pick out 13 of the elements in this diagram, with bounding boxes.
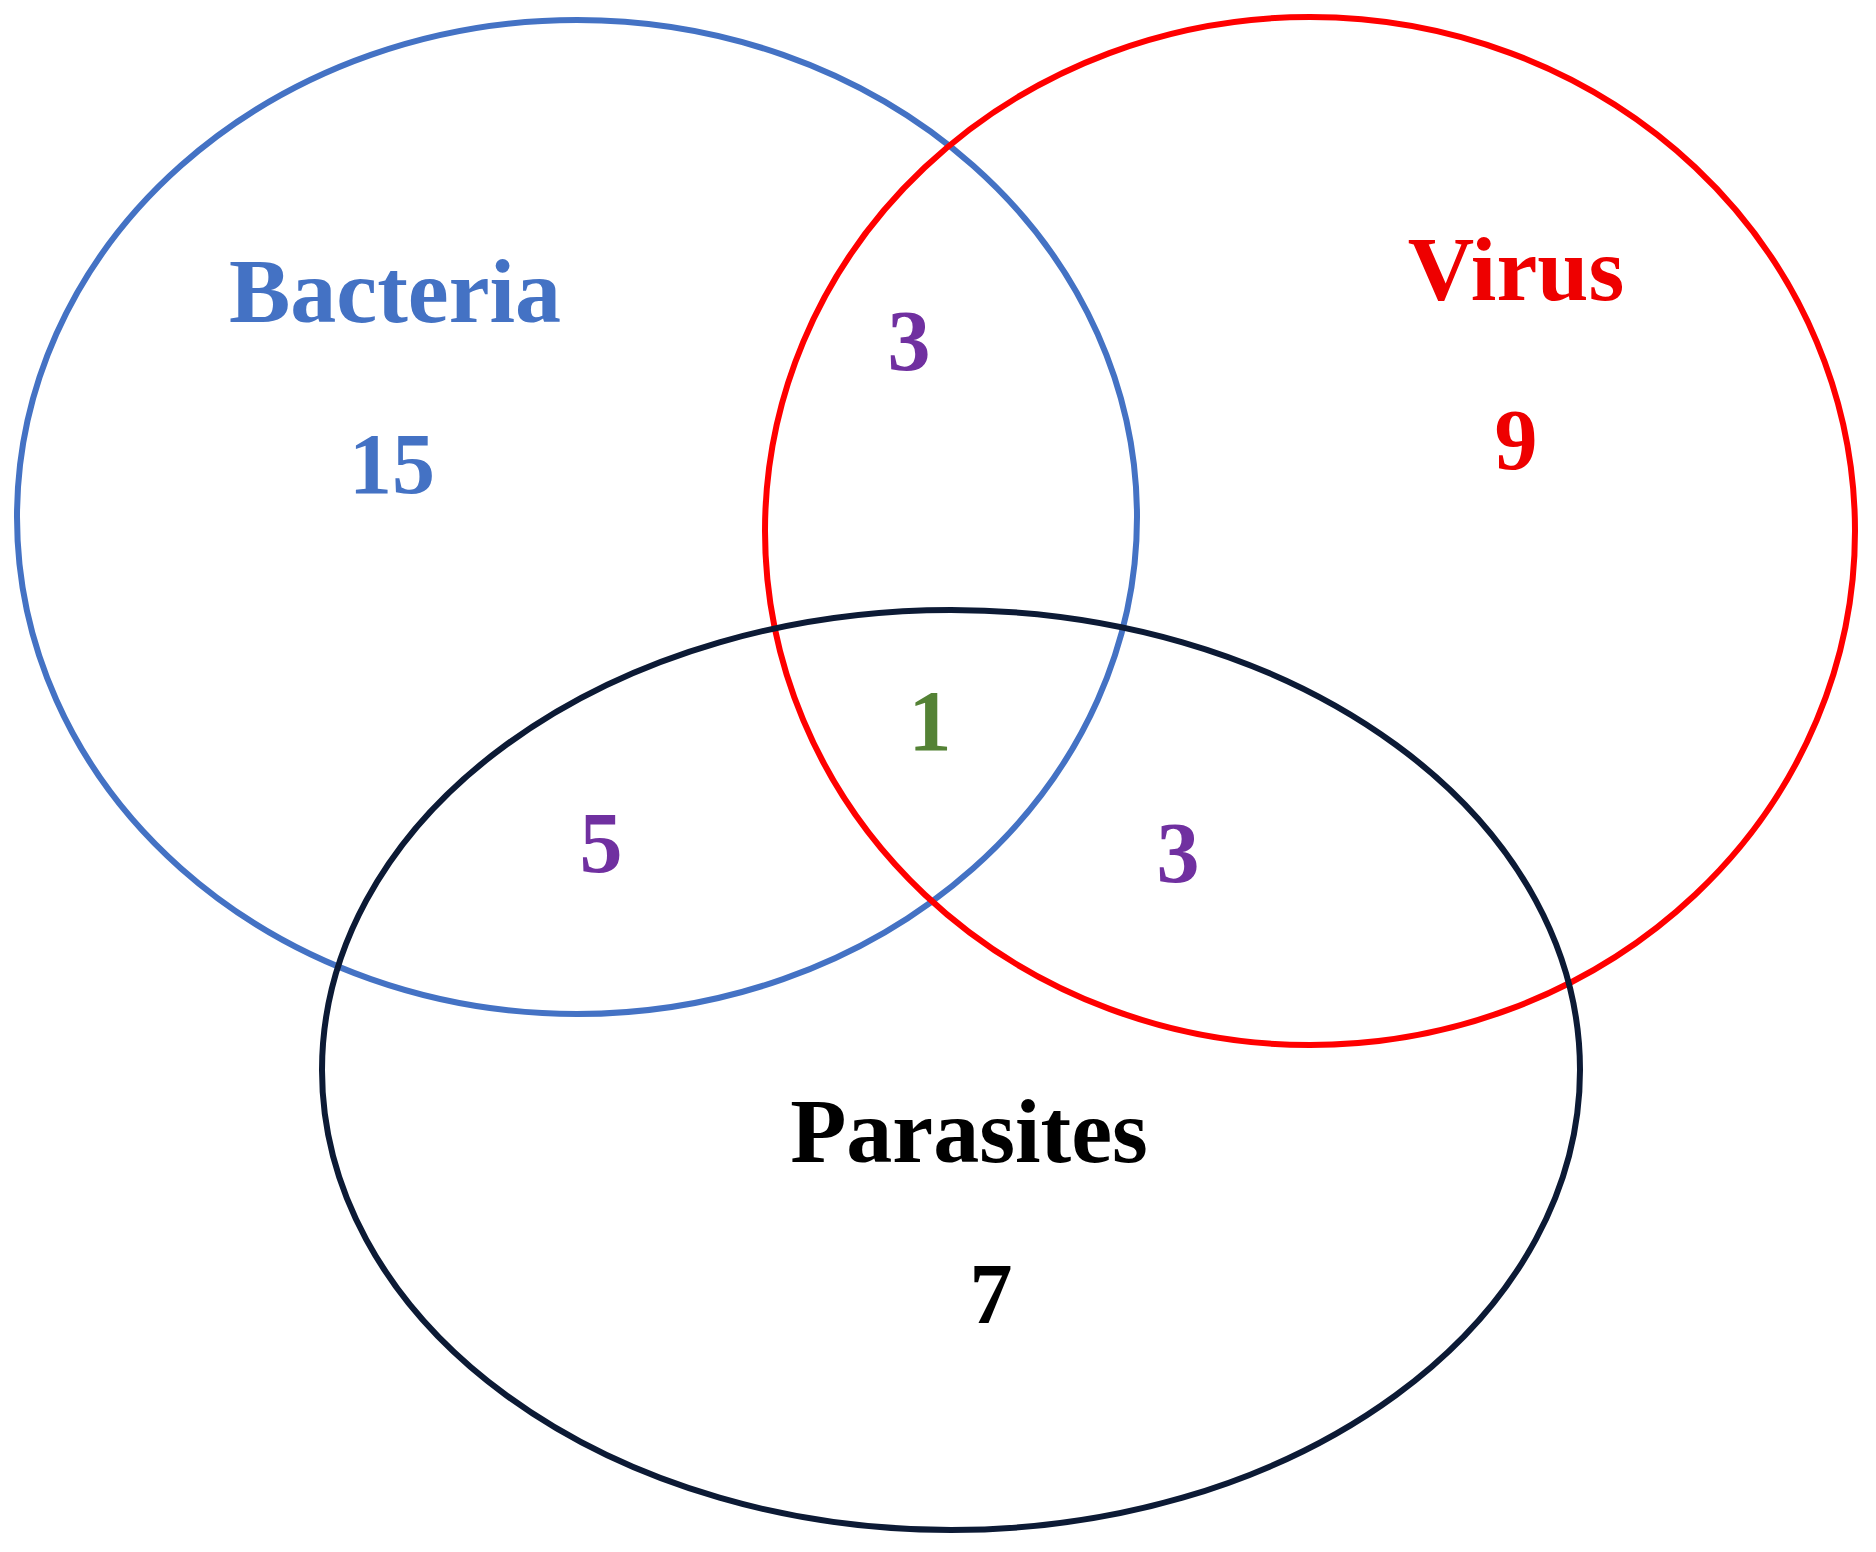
set-label: Virus: [1407, 223, 1625, 315]
set-label: Parasites: [790, 1085, 1148, 1177]
venn-ellipse: [14, 17, 1140, 1017]
venn-ellipse: [319, 607, 1583, 1533]
count-label: 3: [887, 298, 931, 384]
set-label: Bacteria: [228, 245, 562, 337]
count-label: 3: [1156, 810, 1200, 896]
count-label: 1: [908, 678, 952, 764]
count-label: 5: [579, 800, 623, 886]
count-label: 15: [349, 421, 435, 507]
count-label: 7: [969, 1251, 1013, 1337]
venn-ellipse: [762, 14, 1858, 1048]
count-label: 9: [1494, 397, 1538, 483]
